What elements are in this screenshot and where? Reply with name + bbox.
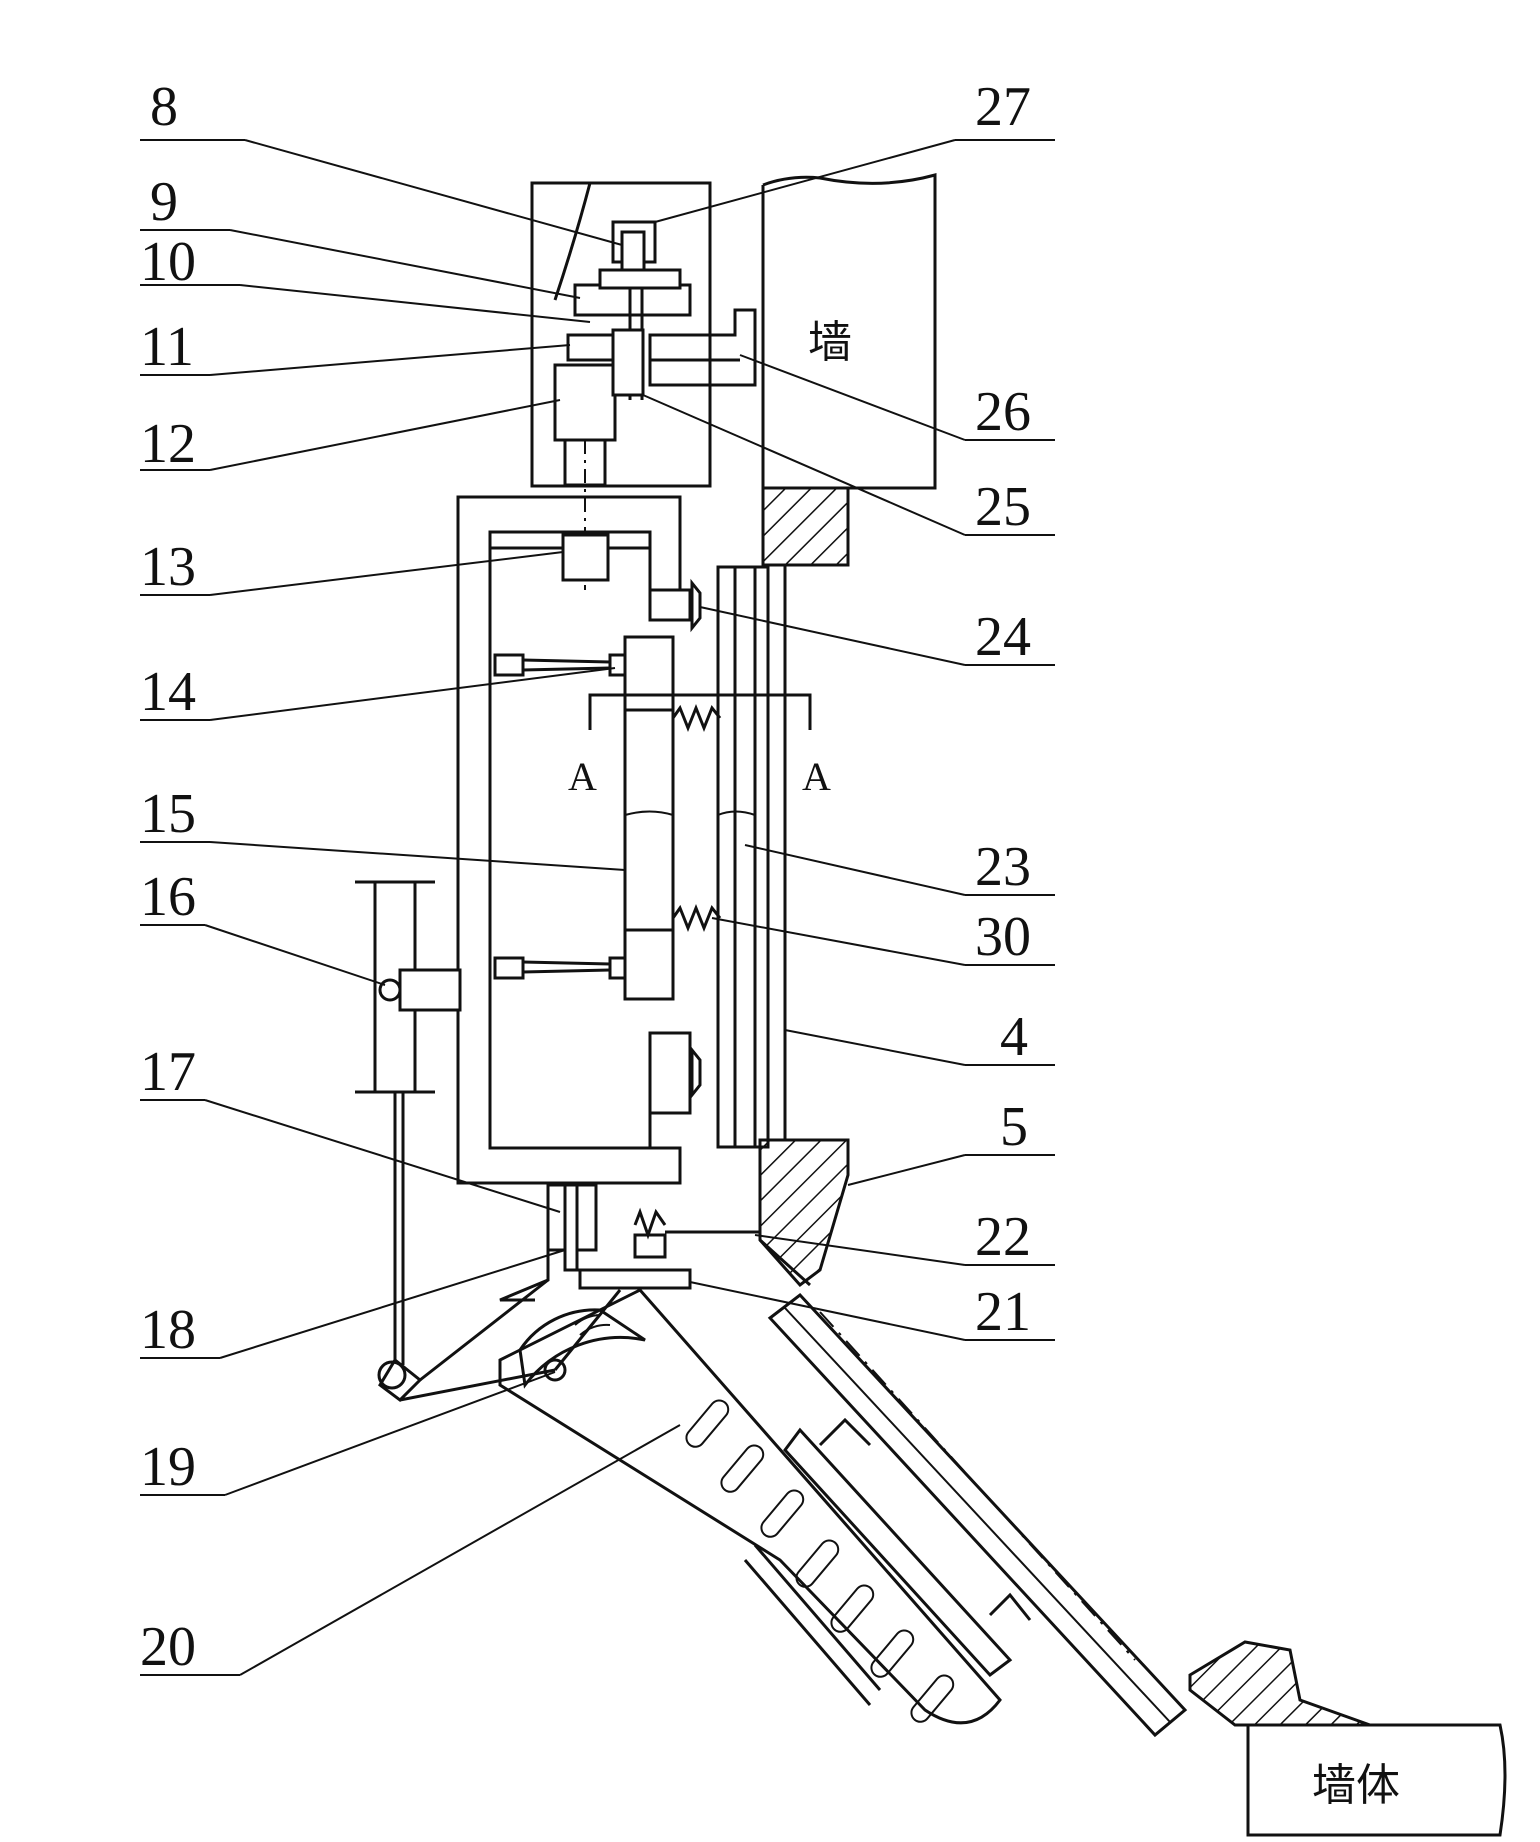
upper-wall-label: 墙	[808, 317, 852, 368]
label-11: 11	[140, 316, 194, 378]
hatched-block-5	[760, 1140, 848, 1285]
label-14: 14	[140, 661, 196, 723]
label-23: 23	[975, 836, 1031, 898]
section-mark-right: A	[802, 754, 831, 799]
label-20: 20	[140, 1616, 196, 1678]
label-21: 21	[975, 1281, 1031, 1343]
guide-rail	[718, 565, 785, 1147]
label-15: 15	[140, 783, 196, 845]
slot-row	[683, 1397, 957, 1726]
label-8: 8	[150, 76, 178, 138]
label-24: 24	[975, 606, 1031, 668]
label-25: 25	[975, 476, 1031, 538]
section-line: A A	[568, 695, 831, 799]
hatched-block-upper	[763, 488, 848, 565]
label-9: 9	[150, 171, 178, 233]
label-19: 19	[140, 1436, 196, 1498]
label-16: 16	[140, 866, 196, 928]
label-27: 27	[975, 76, 1031, 138]
section-mark-left: A	[568, 754, 597, 799]
label-18: 18	[140, 1299, 196, 1361]
lower-wall: 墙体	[1248, 1725, 1505, 1835]
main-frame	[458, 497, 720, 1183]
lower-assembly	[379, 1185, 760, 1400]
label-4: 4	[1000, 1006, 1028, 1068]
hatched-block-lower	[1190, 1642, 1370, 1725]
label-10: 10	[140, 231, 196, 293]
label-5: 5	[1000, 1096, 1028, 1158]
labels-left: 8 9 10 11 12 13 14 15 16 17 18 19 20	[140, 76, 196, 1678]
label-13: 13	[140, 536, 196, 598]
top-housing	[532, 183, 755, 590]
label-22: 22	[975, 1206, 1031, 1268]
label-17: 17	[140, 1041, 196, 1103]
label-26: 26	[975, 381, 1031, 443]
label-30: 30	[975, 906, 1031, 968]
label-12: 12	[140, 413, 196, 475]
handle-16	[355, 882, 460, 1365]
upper-wall: 墙	[763, 175, 935, 488]
lower-wall-label: 墙体	[1312, 1760, 1400, 1811]
labels-right: 27 26 25 24 23 30 4 5 22 21	[975, 76, 1031, 1343]
